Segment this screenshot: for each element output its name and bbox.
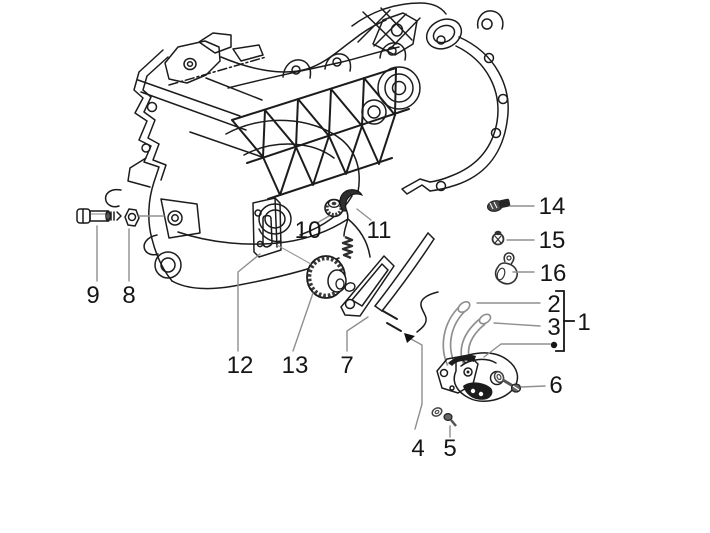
part-8-hex-nut [124, 208, 140, 227]
part-12-guide-plate [252, 197, 282, 258]
part-6-screw [493, 370, 522, 393]
arrow-marker-part-4 [404, 333, 415, 343]
callout-5: 5 [443, 435, 456, 462]
part-5-screw [443, 413, 457, 427]
part-14-hose-clamp [486, 198, 511, 212]
callout-14: 14 [539, 193, 566, 220]
callout-10: 10 [295, 217, 322, 244]
callout-6: 6 [549, 372, 562, 399]
leader-lines [96, 205, 551, 438]
callout-16: 16 [540, 260, 567, 287]
part-11-spring-clip [339, 189, 364, 260]
part-2-hose [442, 301, 471, 366]
part-16-clip-bracket [494, 252, 518, 285]
crankcase-drawing [104, 2, 509, 333]
callout-13: 13 [282, 352, 309, 379]
callout-12: 12 [227, 352, 254, 379]
group-1-bullet-dot [550, 341, 558, 349]
group-1-bracket [550, 290, 575, 352]
part-15-clamp [491, 230, 505, 246]
callout-7: 7 [340, 352, 353, 379]
callout-8: 8 [122, 282, 135, 309]
callout-9: 9 [86, 282, 99, 309]
part-13-pump-gear [306, 255, 356, 299]
callout-15: 15 [539, 227, 566, 254]
part-9-stud-bolt [76, 208, 122, 224]
callout-1: 1 [577, 309, 590, 336]
callout-2: 2 [547, 291, 560, 318]
part-7-guide-bracket [340, 255, 395, 317]
callout-11: 11 [367, 217, 392, 244]
callout-4: 4 [411, 435, 424, 462]
callout-3: 3 [547, 314, 560, 341]
callout-labels: 1 2 3 4 5 6 7 8 9 10 11 12 13 14 15 16 [86, 193, 590, 462]
part-4-washer [431, 407, 443, 417]
